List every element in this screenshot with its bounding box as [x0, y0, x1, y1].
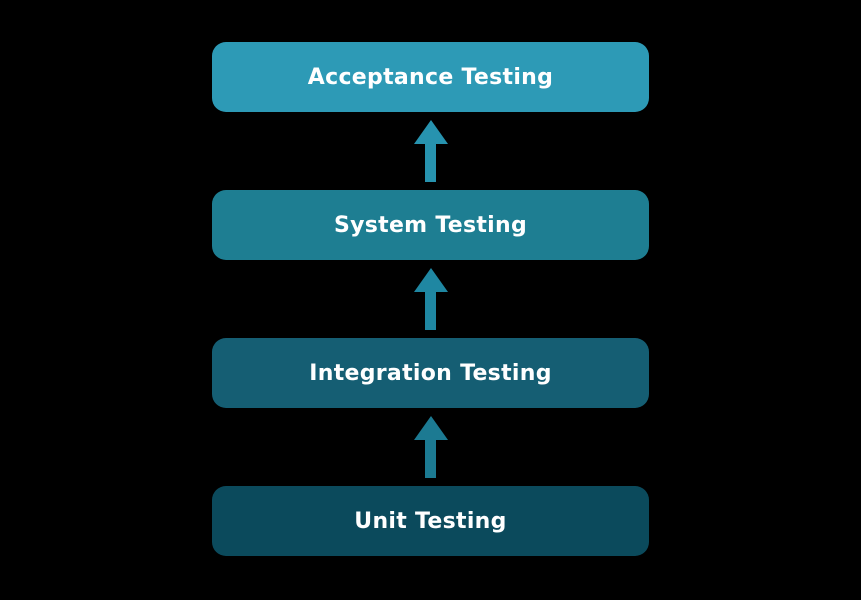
up-arrow-stem [425, 292, 436, 330]
node-integration-testing: Integration Testing [212, 338, 649, 408]
node-system-testing-label: System Testing [333, 212, 528, 238]
up-arrow-icon [413, 112, 448, 190]
up-arrow-head [413, 416, 448, 440]
up-arrow-stem [425, 440, 436, 478]
node-system-testing: System Testing [212, 190, 649, 260]
node-acceptance-testing-label: Acceptance Testing [307, 64, 554, 90]
node-integration-testing-label: Integration Testing [309, 360, 552, 386]
up-arrow-stem [425, 144, 436, 182]
testing-levels-stack: Acceptance Testing System Testing Integr… [212, 42, 649, 556]
up-arrow-head [413, 268, 448, 292]
up-arrow-icon [413, 260, 448, 338]
node-acceptance-testing: Acceptance Testing [212, 42, 649, 112]
up-arrow-icon [413, 408, 448, 486]
node-unit-testing: Unit Testing [212, 486, 649, 556]
up-arrow-head [413, 120, 448, 144]
node-unit-testing-label: Unit Testing [354, 508, 507, 534]
